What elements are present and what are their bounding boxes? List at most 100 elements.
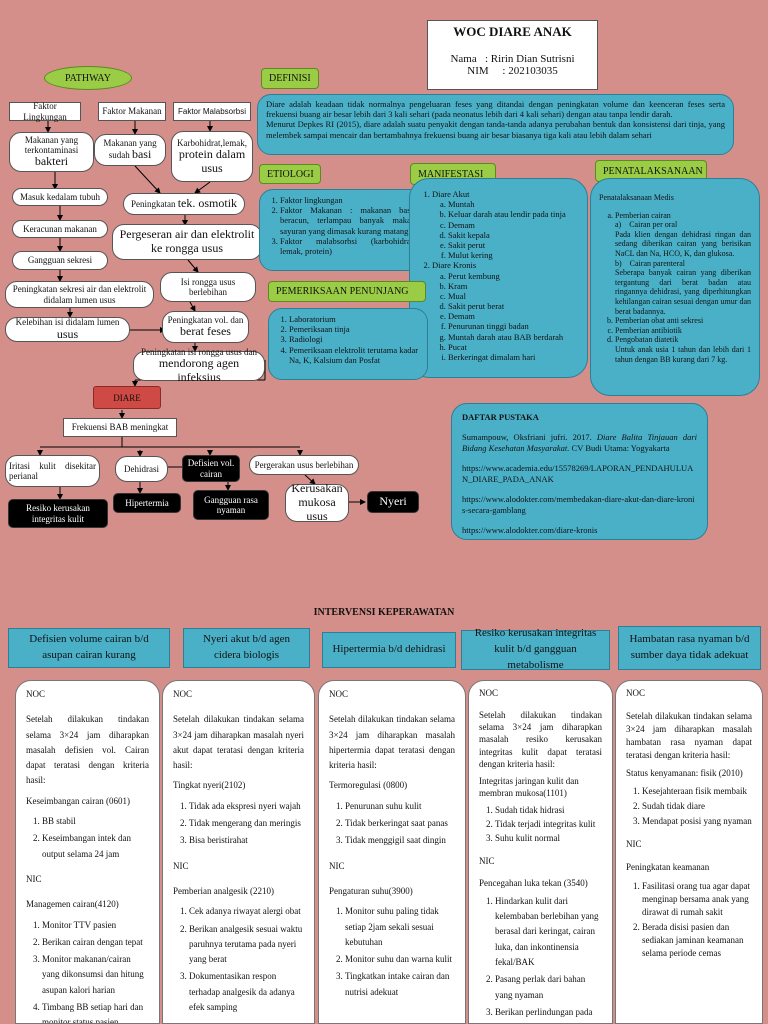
penata-a1: a) Cairan per oral: [615, 220, 678, 230]
pemeriksaan-label-text: PEMERIKSAAN PENUNJANG: [276, 286, 409, 297]
penatalaksanaan-intro: Penatalaksanaan Medis: [599, 193, 674, 202]
intervensi-card-1: NOC Setelah dilakukan tindakan selama 3×…: [15, 680, 160, 1024]
penata-d: Pengobatan diatetik: [615, 335, 679, 345]
list-item: Berikan analgesik sesuai waktu paruhnya …: [189, 922, 304, 968]
manifestasi-kronis-item: Kram: [448, 281, 579, 291]
list-item: Tingkatkan intake cairan dan nutrisi ade…: [345, 969, 455, 1000]
manifestasi-list: Diare Akut MuntahKeluar darah atau lendi…: [416, 189, 579, 362]
nyeri: Nyeri: [367, 491, 419, 513]
list-item: Tidak berkeringat saat panas: [345, 816, 455, 831]
card5-sub: Status kenyamanan: fisik (2010): [626, 768, 743, 779]
pathway-label-text: PATHWAY: [65, 72, 111, 84]
pustaka-link-3[interactable]: https://www.alodokter.com/diare-kronis: [462, 525, 598, 536]
keracunan-makanan: Keracunan makanan: [12, 220, 108, 238]
list-item: Monitor makanan/cairan yang dikonsumsi d…: [42, 952, 149, 998]
pergerakan-usus: Pergerakan usus berlebihan: [249, 455, 359, 475]
pustaka-link3-wrap: https://www.alodokter.com/diare-kronis: [462, 525, 697, 536]
card2-noc: NOC: [173, 689, 193, 699]
etiologi-item: Faktor malabsorbsi (karbohidrat, lemak, …: [280, 236, 415, 256]
pustaka-link-2[interactable]: https://www.alodokter.com/membedakan-dia…: [462, 494, 695, 516]
pustaka-ref1: Sumampouw, Oksfriani jufri. 2017. Diare …: [462, 432, 697, 454]
manifestasi-akut-item: Muntah: [448, 199, 579, 209]
etiologi-label-text: ETIOLOGI: [267, 168, 314, 180]
isi-rongga-usus: Isi rongga usus berlebihan: [160, 272, 256, 302]
intervensi-card-3: NOC Setelah dilakukan tindakan selama 3×…: [318, 680, 466, 1024]
iritasi-kulit: Iritasi kulit disekitar perianal: [5, 455, 100, 487]
diare-akut-label: Diare Akut: [432, 189, 470, 199]
pustaka-label: DAFTAR PUSTAKA: [462, 412, 539, 422]
list-item: Hindarkan kulit dari kelembaban berlebih…: [495, 894, 602, 970]
manifestasi-label-text: MANIFESTASI: [418, 168, 484, 180]
penatalaksanaan-list: Pemberian cairan a) Cairan per oral Pada…: [599, 211, 751, 365]
manifestasi-kronis-item: Penurunan tinggi badan: [448, 321, 579, 331]
list-item: Monitor suhu dan warna kulit: [345, 952, 455, 967]
list-item: Timbang BB setiap hari dan monitor statu…: [42, 1000, 149, 1023]
karbohidrat-text: Karbohidrat,lemak,: [177, 137, 247, 148]
kerusakan-mukosa-text: Kerusakan mukosa usus: [291, 481, 343, 523]
etiologi-box: Faktor lingkunganFaktor Makanan : makana…: [259, 189, 424, 271]
definisi-label-text: DEFINISI: [269, 73, 311, 84]
list-item: Dokumentasikan respon terhadap analgesik…: [189, 969, 304, 1015]
diare-box: DIARE: [93, 386, 161, 409]
list-item: Berikan perlindungan pada kulit seperti …: [495, 1005, 602, 1023]
card5-intro: Setelah dilakukan tindakan selama 3×24 j…: [626, 711, 752, 761]
pustaka-box: DAFTAR PUSTAKA Sumampouw, Oksfriani jufr…: [451, 403, 708, 540]
defisien-vol-cairan: Defisien vol. cairan: [182, 455, 240, 482]
diagnosis-header-3: Hipertermia b/d dehidrasi: [322, 632, 456, 668]
pergeseran-text: Pergeseran air dan elektrolit ke rongga …: [119, 227, 255, 255]
student-name: Nama : Ririn Dian Sutrisni: [450, 53, 575, 65]
pustaka-link-1[interactable]: https://www.academia.edu/15578269/LAPORA…: [462, 463, 694, 485]
list-item: Tidak menggigil saat dingin: [345, 833, 455, 848]
frekuensi-bab: Frekuensi BAB meningkat: [63, 418, 177, 437]
makanan-terkontaminasi: Makanan yang terkontaminasi bakteri: [9, 132, 94, 172]
pustaka-link2-wrap: https://www.alodokter.com/membedakan-dia…: [462, 494, 697, 516]
card4-intro: Setelah dilakukan tindakan selama 3×24 j…: [479, 710, 602, 769]
card3-nic-list: Monitor suhu paling tidak setiap 2jam se…: [329, 904, 455, 1000]
list-item: Bisa beristirahat: [189, 833, 304, 848]
pemeriksaan-label: PEMERIKSAAN PENUNJANG: [268, 281, 426, 302]
list-item: Keseimbangan intek dan output selama 24 …: [42, 831, 149, 862]
manifestasi-kronis-item: Perut kembung: [448, 271, 579, 281]
list-item: Berada disisi pasien dan sediakan jamina…: [642, 921, 752, 960]
definisi-box: Diare adalah keadaan tidak normalnya pen…: [257, 94, 734, 155]
list-item: Berikan cairan dengan tepat: [42, 935, 149, 950]
list-item: Mendapat posisi yang nyaman: [642, 815, 752, 828]
masuk-tubuh: Masuk kedalam tubuh: [12, 188, 108, 206]
kronis-list: Perut kembungKramMualSakit perut beratDe…: [432, 271, 579, 363]
diare-kronis-label: Diare Kronis: [432, 260, 477, 271]
card2-sub: Tingkat nyeri(2102): [173, 780, 246, 791]
etiologi-label: ETIOLOGI: [259, 164, 321, 184]
gangguan-rasa-nyaman: Gangguan rasa nyaman: [193, 490, 269, 520]
card5-noc-list: Kesejahteraan fisik membaikSudah tidak d…: [626, 785, 752, 828]
penata-b1: b) Cairan parenteral: [615, 258, 685, 268]
pergeseran-air: Pergeseran air dan elektrolit ke rongga …: [112, 224, 262, 260]
card3-nic: NIC: [329, 860, 345, 871]
penata-item-d: Pengobatan diatetik Untuk anak usia 1 ta…: [615, 335, 751, 364]
card3-sub: Termoregulasi (0800): [329, 780, 408, 791]
card1-nic: NIC: [26, 873, 42, 884]
card2-nic: NIC: [173, 860, 189, 871]
card1-nic-sub: Managemen cairan(4120): [26, 899, 119, 910]
manifestasi-kronis-item: Sakit perut berat: [448, 301, 579, 311]
diagnosis-header-5: Hambatan rasa nyaman b/d sumber daya tid…: [618, 626, 761, 670]
list-item: Pasang perlak dari bahan yang nyaman: [495, 972, 602, 1003]
manifestasi-akut-item: Keluar darah atau lendir pada tinja: [448, 209, 579, 219]
card3-intro: Setelah dilakukan tindakan selama 3×24 j…: [329, 714, 455, 771]
card1-sub: Keseimbangan cairan (0601): [26, 795, 130, 806]
ref1-author: Sumampouw, Oksfriani jufri. 2017.: [462, 432, 592, 443]
penata-item-c: Pemberian antibiotik: [615, 326, 751, 336]
kelebihan-isi: Kelebihan isi didalam lumen usus: [5, 317, 130, 342]
akut-list: MuntahKeluar darah atau lendir pada tinj…: [432, 199, 579, 260]
berat-feses-text: berat feses: [180, 324, 231, 339]
intervensi-title: INTERVENSI KEPERAWATAN: [313, 607, 455, 618]
list-item: Kesejahteraan fisik membaik: [642, 785, 752, 798]
etiologi-item: Faktor Makanan : makanan basi, beracun, …: [280, 205, 415, 236]
student-nim: NIM : 202103035: [467, 65, 558, 77]
usus-text: usus: [56, 326, 79, 341]
definisi-label: DEFINISI: [261, 68, 319, 89]
intervensi-card-2: NOC Setelah dilakukan tindakan selama 3×…: [162, 680, 315, 1024]
diagnosis-header-4: Resiko kerusakan integritas kulit b/d ga…: [461, 627, 610, 671]
manifestasi-akut-item: Demam: [448, 220, 579, 230]
pathway-label: PATHWAY: [44, 66, 132, 90]
card1-nic-list: Monitor TTV pasienBerikan cairan dengan …: [26, 918, 149, 1023]
